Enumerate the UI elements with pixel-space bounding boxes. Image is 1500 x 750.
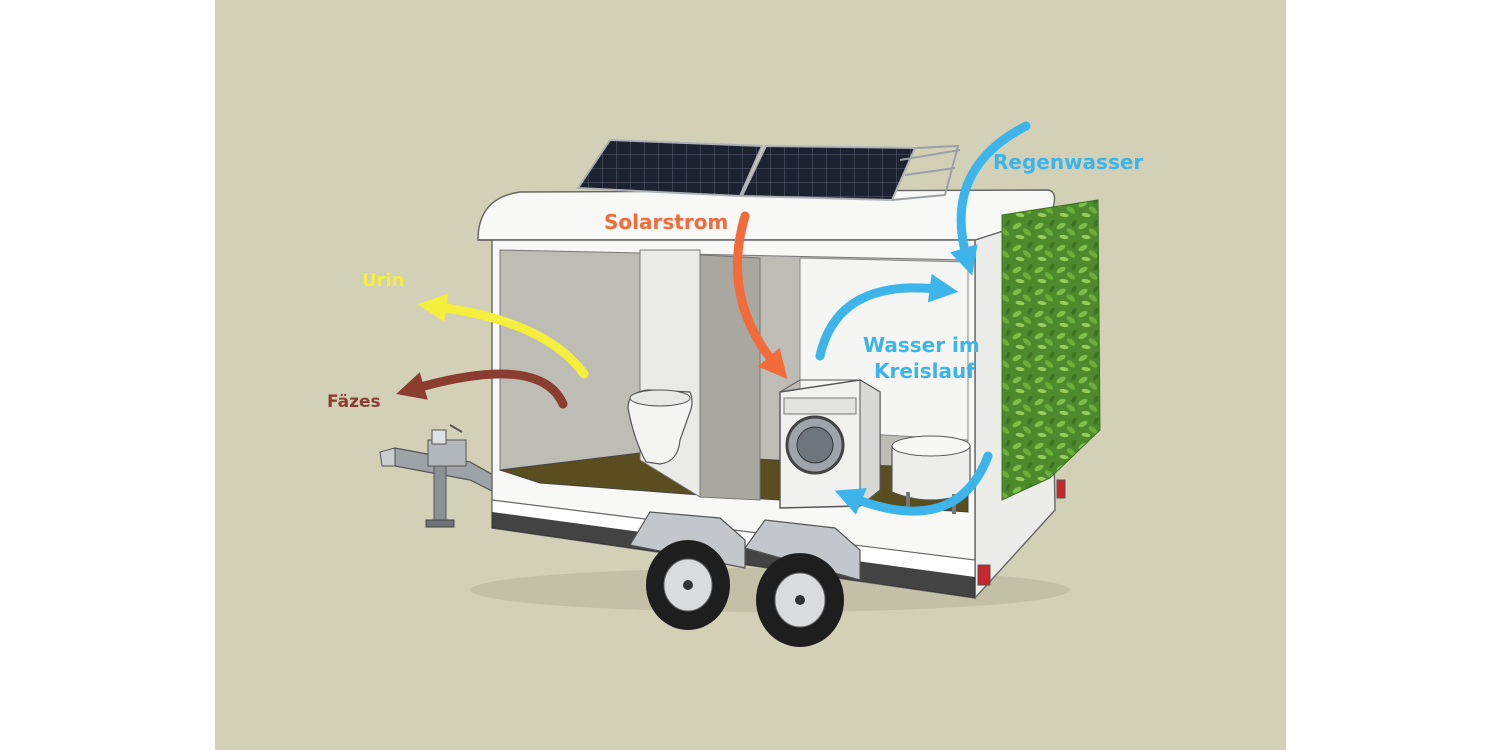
- arrow-urin: [417, 293, 589, 379]
- arrow-kreislauf-up: [815, 273, 959, 361]
- diagram-canvas: Regenwasser Solarstrom Urin Fäzes Wasser…: [215, 0, 1286, 750]
- label-solarstrom: Solarstrom: [604, 210, 728, 234]
- arrow-faezes: [396, 369, 568, 409]
- washing-machine: [779, 379, 881, 509]
- water-tank: [891, 435, 971, 514]
- wheels: [629, 511, 861, 647]
- label-wasser-im: Wasser im: [863, 333, 980, 357]
- label-faezes: Fäzes: [327, 392, 381, 412]
- toilet: [627, 389, 693, 465]
- arrow-kreislauf-down: [834, 451, 993, 516]
- trailer-hitch: [379, 424, 521, 528]
- flow-arrows: [396, 121, 1031, 516]
- trailer-diagram: Regenwasser Solarstrom Urin Fäzes Wasser…: [327, 121, 1143, 647]
- arrow-solarstrom: [732, 211, 788, 379]
- arrow-regenwasser: [950, 121, 1031, 276]
- green-wall: [1001, 199, 1101, 501]
- label-urin: Urin: [362, 270, 404, 291]
- solar-panels: [576, 138, 961, 202]
- label-kreislauf: Kreislauf: [874, 359, 975, 383]
- label-regenwasser: Regenwasser: [993, 150, 1143, 174]
